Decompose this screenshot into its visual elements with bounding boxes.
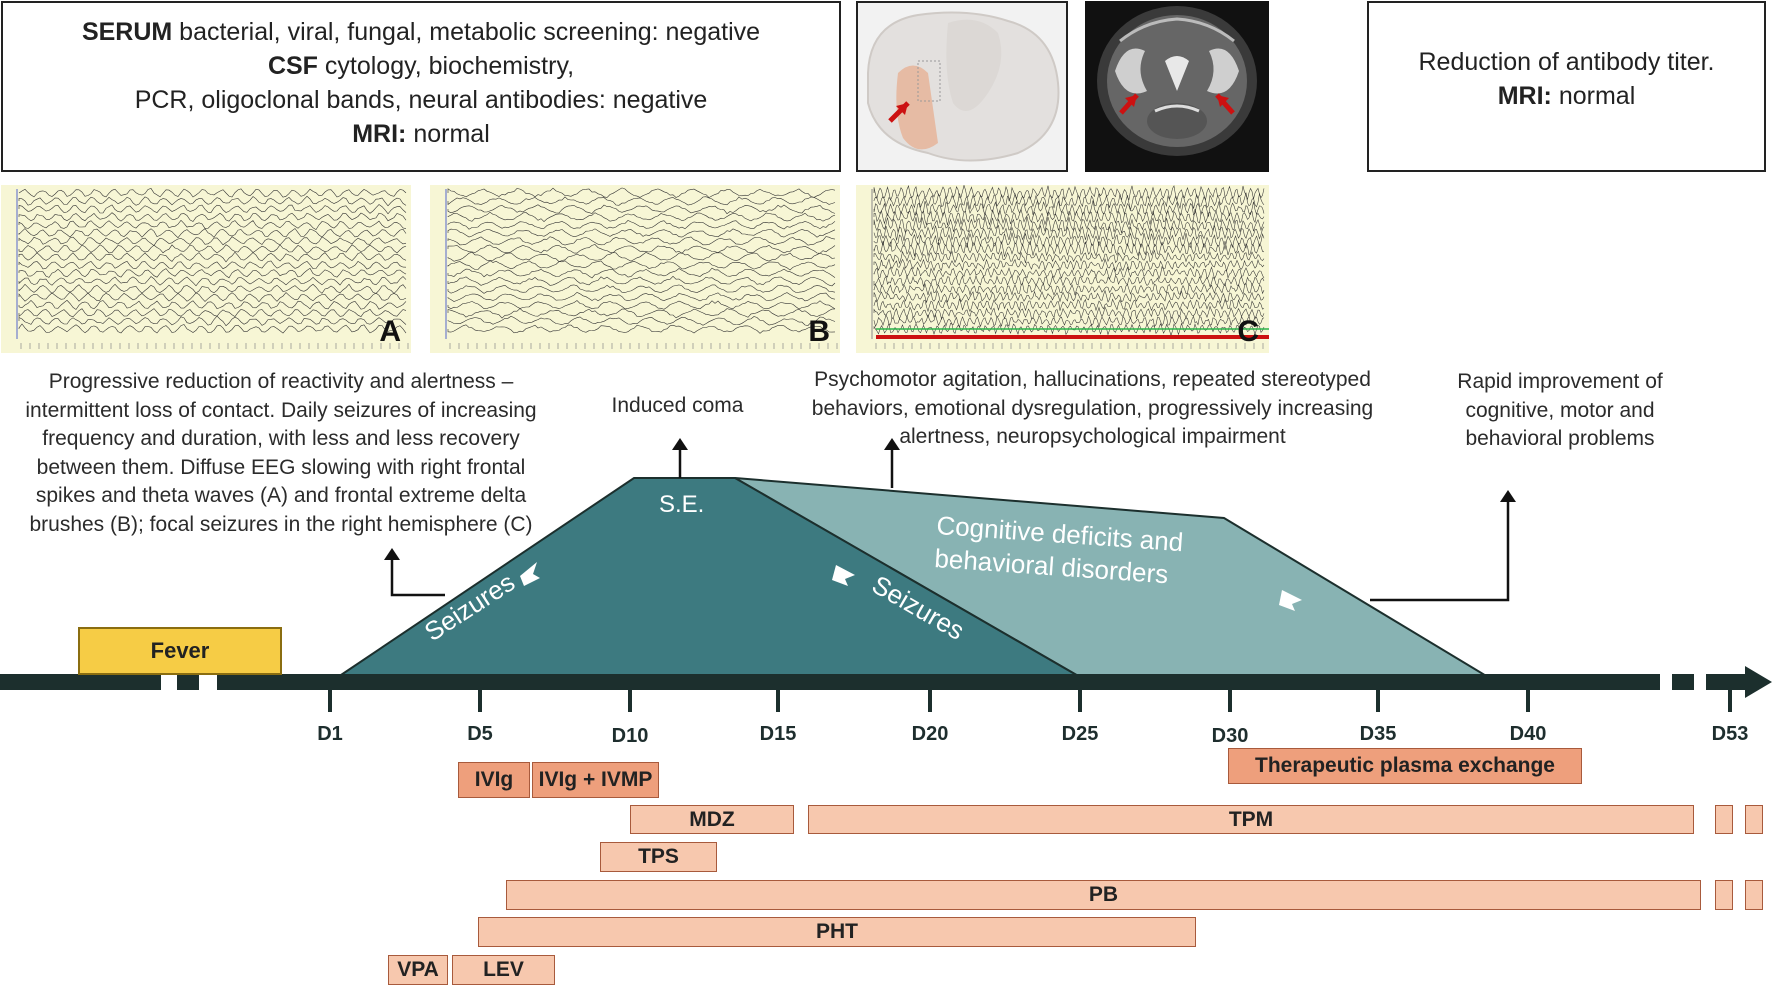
mri-line-right: MRI: normal [1369, 79, 1764, 113]
ivig-ivmp-bar: IVIg + IVMP [532, 762, 659, 798]
ivig-ivmp-label: IVIg + IVMP [538, 768, 653, 791]
plasma-exchange-bar: Therapeutic plasma exchange [1228, 748, 1582, 784]
serum-text: bacterial, viral, fungal, metabolic scre… [172, 18, 761, 46]
pht-label: PHT [816, 920, 858, 943]
tick-d25: D25 [1061, 723, 1099, 745]
lev-label: LEV [483, 958, 524, 981]
tpm-bar-cont-1 [1715, 805, 1733, 834]
eeg-trace-b [445, 187, 838, 349]
serum-line: SERUM bacterial, viral, fungal, metaboli… [3, 15, 839, 49]
mri-brain-image [1085, 1, 1269, 172]
up-arrow-icon [672, 438, 688, 450]
pb-label: PB [1088, 883, 1119, 906]
antibody-box: Reduction of antibody titer. MRI: normal [1367, 1, 1766, 172]
tpm-bar: TPM [808, 805, 1694, 834]
serum-label: SERUM [81, 18, 173, 46]
mdz-bar: MDZ [630, 805, 794, 834]
white-arrow-icon [1279, 590, 1302, 611]
pht-bar: PHT [478, 917, 1196, 947]
tick-d5: D5 [467, 723, 493, 745]
mri-label: MRI: [352, 120, 407, 148]
eeg-trace-a [16, 188, 409, 349]
tick-d30: D30 [1211, 725, 1249, 747]
tick-d35: D35 [1359, 723, 1397, 745]
vpa-label: VPA [397, 958, 439, 981]
eeg-panel-b: B [430, 185, 840, 353]
lab-results-box: SERUM bacterial, viral, fungal, metaboli… [1, 1, 841, 172]
induced-coma-label: Induced coma [611, 394, 744, 417]
pb-bar: PB [506, 880, 1701, 910]
pet-brain-drawing [867, 11, 1060, 162]
timeline-ticks [328, 690, 1732, 712]
eeg-panel-a: A [1, 185, 411, 353]
se-label: S.E. [659, 491, 704, 518]
mri-line: MRI: normal [3, 117, 839, 151]
tps-bar: TPS [600, 842, 717, 872]
antibody-line: Reduction of antibody titer. [1418, 48, 1715, 76]
timeline-bar [0, 674, 1745, 690]
tick-d40: D40 [1509, 723, 1547, 745]
tick-d10: D10 [611, 725, 649, 747]
up-arrow-icon [384, 548, 400, 560]
eeg-label-b: B [808, 315, 830, 348]
lev-bar: LEV [452, 955, 555, 985]
white-arrow-icon [520, 562, 540, 586]
eeg-label-a: A [379, 315, 401, 348]
up-arrow-icon [884, 438, 900, 450]
mri-label-right: MRI: [1497, 82, 1552, 110]
progressive-description: Progressive reduction of reactivity and … [25, 370, 537, 536]
tick-d15: D15 [759, 723, 797, 745]
rapid-improvement-description: Rapid improvement of cognitive, motor an… [1457, 370, 1663, 450]
csf-line: CSF cytology, biochemistry, [3, 49, 839, 83]
eeg-label-c: C [1237, 315, 1259, 348]
psychomotor-description: Psychomotor agitation, hallucinations, r… [811, 368, 1374, 448]
pb-bar-cont-2 [1745, 880, 1763, 910]
eeg-panel-c: C [856, 185, 1269, 353]
mdz-label: MDZ [689, 807, 735, 831]
eeg-trace-c [871, 185, 1269, 349]
pet-brain-image [856, 1, 1068, 172]
csf-label: CSF [267, 52, 318, 80]
timeline-arrow-head-icon [1745, 666, 1772, 698]
up-arrow-icon [1500, 490, 1516, 502]
tick-d53: D53 [1711, 723, 1749, 745]
pb-bar-cont-1 [1715, 880, 1733, 910]
tpm-label: TPM [1228, 807, 1274, 831]
csf-line-2: PCR, oligoclonal bands, neural antibodie… [134, 86, 708, 114]
tps-label: TPS [638, 845, 679, 868]
fever-box: Fever [78, 627, 282, 675]
tick-d1: D1 [317, 723, 343, 745]
plasma-exchange-label: Therapeutic plasma exchange [1255, 754, 1555, 777]
ivig-bar: IVIg [458, 762, 530, 798]
mri-text-right: normal [1551, 82, 1636, 110]
fever-label: Fever [150, 638, 210, 663]
connector-progressive [390, 558, 445, 597]
mri-brain-drawing [1097, 6, 1257, 156]
mri-text: normal [406, 120, 490, 148]
ivig-label: IVIg [474, 768, 514, 791]
csf-text: cytology, biochemistry, [317, 52, 575, 80]
tpm-bar-cont-2 [1745, 805, 1763, 834]
tick-d20: D20 [911, 723, 949, 745]
vpa-bar: VPA [388, 955, 448, 985]
connector-rapid [1370, 500, 1510, 602]
white-arrow-icon [832, 565, 855, 586]
